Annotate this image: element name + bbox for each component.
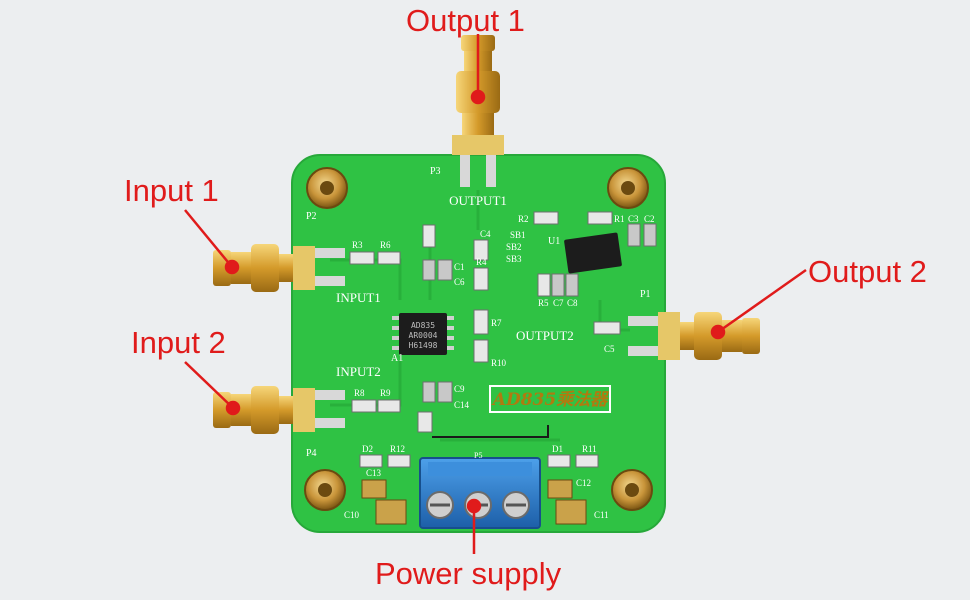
callout-output2: Output 2 [808,254,927,289]
label-c13: C13 [366,468,382,478]
callout-output1: Output 1 [406,3,525,38]
label-input1: INPUT1 [336,290,381,305]
label-d1: D1 [552,444,563,454]
label-r4: R4 [476,257,487,267]
label-r9: R9 [380,388,391,398]
label-sb3: SB3 [506,254,522,264]
chip-marking-2: AR0004 [409,331,438,340]
callout-pointers [184,34,807,554]
label-input2: INPUT2 [336,364,381,379]
label-r6: R6 [380,240,391,250]
mounting-nuts [304,167,653,511]
label-a1: A1 [391,353,403,364]
label-c8: C8 [567,298,578,308]
label-c10: C10 [344,510,360,520]
label-c1: C1 [454,262,465,272]
silk-bracket [432,425,549,438]
label-sb2: SB2 [506,242,522,252]
label-r8: R8 [354,388,365,398]
label-c2: C2 [644,214,655,224]
label-p1: P1 [640,289,651,300]
power-terminal-block [419,457,541,529]
label-r10: R10 [491,358,507,368]
label-c11: C11 [594,510,609,520]
sma-connector-output2 [628,312,760,360]
label-p3: P3 [430,166,441,177]
label-r2: R2 [518,214,529,224]
callout-input2: Input 2 [131,325,226,360]
label-p2: P2 [306,211,317,222]
label-d2: D2 [362,444,373,454]
smd-components [349,211,657,468]
label-output1: OUTPUT1 [449,193,507,208]
label-p5: P5 [474,451,482,460]
label-c9: C9 [454,384,465,394]
callout-input1: Input 1 [124,173,219,208]
label-c5: C5 [604,344,615,354]
board-headline: AD835乘法器 [491,390,609,410]
ad835-chip: AD835 AR0004 H61498 [392,313,454,355]
label-c12: C12 [576,478,591,488]
chip-marking-3: H61498 [409,341,438,350]
label-c14: C14 [454,400,470,410]
u1-chip [564,232,622,274]
label-r1: R1 [614,214,625,224]
label-u1: U1 [548,236,560,247]
bulk-capacitors [361,479,587,525]
headline-frame [489,385,611,413]
label-r12: R12 [390,444,405,454]
label-r11: R11 [582,444,597,454]
label-r7: R7 [491,318,502,328]
label-r5: R5 [538,298,549,308]
label-c4: C4 [480,229,491,239]
callout-power-supply: Power supply [375,556,562,591]
sma-connector-input1 [213,244,345,292]
label-c6: C6 [454,277,465,287]
label-sb1: SB1 [510,230,526,240]
label-r3: R3 [352,240,363,250]
label-c7: C7 [553,298,564,308]
label-p4: P4 [306,448,317,459]
label-c3: C3 [628,214,639,224]
chip-marking-1: AD835 [411,321,435,330]
label-output2: OUTPUT2 [516,328,574,343]
